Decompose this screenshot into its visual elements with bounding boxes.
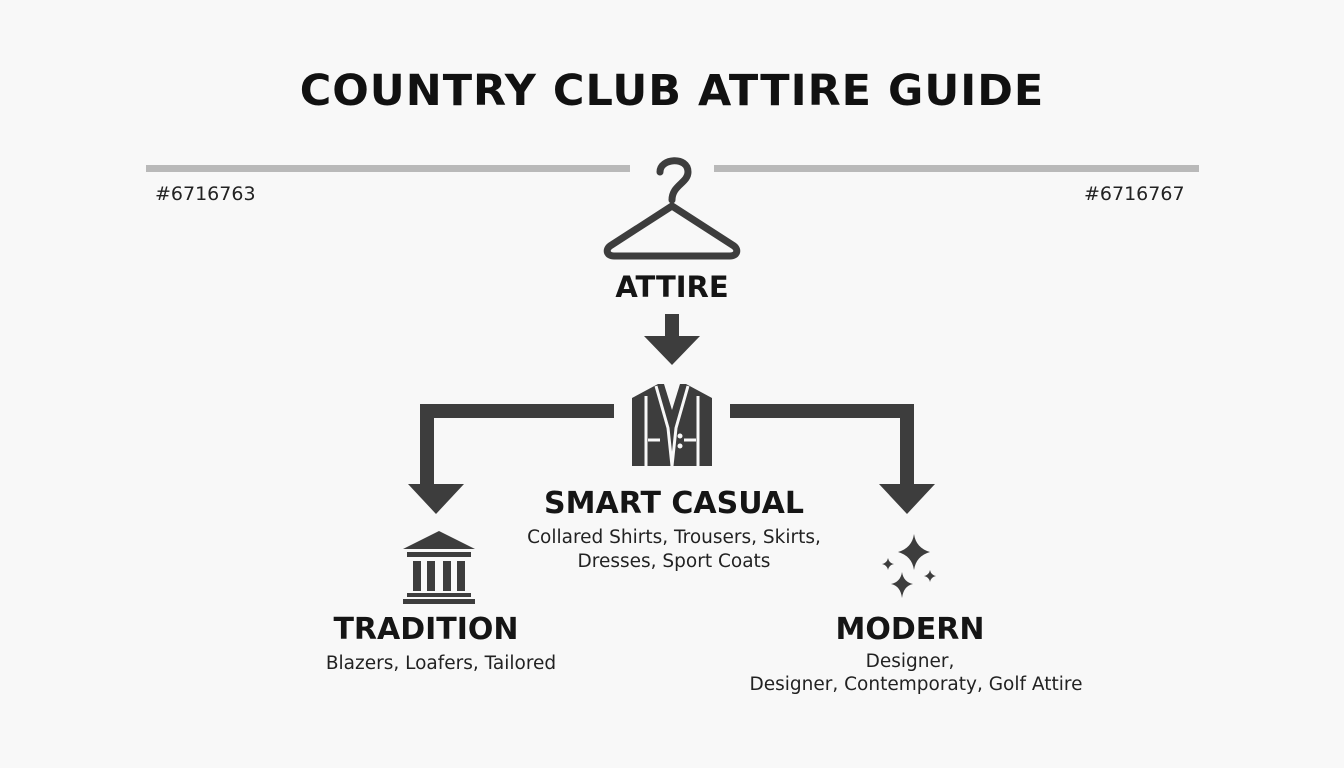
- building-icon: [403, 531, 475, 604]
- code-left: #6716763: [155, 183, 256, 205]
- sparkles-icon: [882, 534, 936, 598]
- connector-left-stub: [428, 404, 614, 418]
- root-label: ATTIRE: [615, 270, 729, 304]
- blazer-icon: [632, 384, 712, 467]
- tradition-label: TRADITION: [333, 612, 519, 647]
- tradition-desc-line1: Blazers, Loafers, Tailored: [325, 653, 557, 674]
- hanger-icon: [603, 157, 741, 260]
- modern-label: MODERN: [835, 612, 985, 647]
- divider-right: [714, 165, 1199, 172]
- modern-desc-line2: Designer, Contemporaty, Golf Attire: [749, 674, 1083, 695]
- arrow-down-center: [644, 314, 700, 365]
- smart-casual-desc-line2: Dresses, Sport Coats: [577, 551, 771, 572]
- smart-casual-label: SMART CASUAL: [544, 486, 804, 521]
- smart-casual-desc-line1: Collared Shirts, Trousers, Skirts,: [527, 527, 821, 548]
- code-right: #6716767: [1084, 183, 1185, 205]
- modern-desc-line1: Designer,: [865, 651, 955, 672]
- page-title: COUNTRY CLUB ATTIRE GUIDE: [299, 66, 1045, 116]
- divider-left: [146, 165, 630, 172]
- arrow-branch-right: [730, 404, 935, 514]
